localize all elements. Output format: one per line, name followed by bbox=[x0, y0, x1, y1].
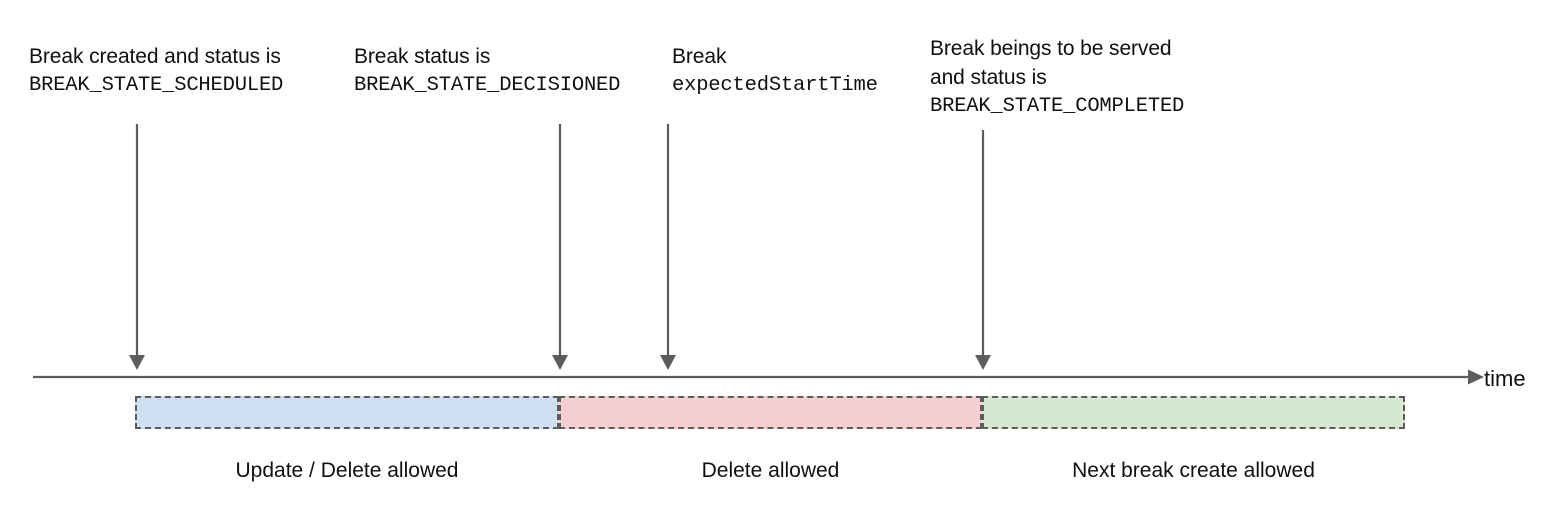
annotation-line: Break beings to be served bbox=[930, 37, 1172, 60]
annotation-field-name: expectedStartTime bbox=[672, 74, 878, 97]
phase-caption-update-delete: Update / Delete allowed bbox=[235, 459, 459, 482]
phase-caption-delete-only: Delete allowed bbox=[701, 459, 840, 482]
phase-bar-next-break-create[interactable] bbox=[982, 396, 1405, 429]
annotation-completed: Break beings to be served and status is … bbox=[930, 34, 1184, 121]
annotation-decisioned: Break status is BREAK_STATE_DECISIONED bbox=[354, 42, 620, 100]
annotation-scheduled: Break created and status is BREAK_STATE_… bbox=[29, 42, 283, 100]
annotation-expected-start-time: Break expectedStartTime bbox=[672, 42, 878, 100]
annotation-state-name: BREAK_STATE_DECISIONED bbox=[354, 74, 621, 97]
annotation-line: Break created and status is bbox=[29, 45, 281, 68]
annotation-line: and status is bbox=[930, 66, 1047, 89]
annotation-state-name: BREAK_STATE_COMPLETED bbox=[930, 95, 1185, 118]
phase-bar-update-delete[interactable] bbox=[135, 396, 559, 429]
annotation-state-name: BREAK_STATE_SCHEDULED bbox=[29, 74, 284, 97]
axis-time-label: time bbox=[1484, 366, 1526, 391]
phase-caption-next-break-create: Next break create allowed bbox=[1072, 459, 1315, 482]
annotation-line: Break status is bbox=[354, 45, 491, 68]
phase-bar-delete-only[interactable] bbox=[559, 396, 982, 429]
annotation-line: Break bbox=[672, 45, 727, 68]
